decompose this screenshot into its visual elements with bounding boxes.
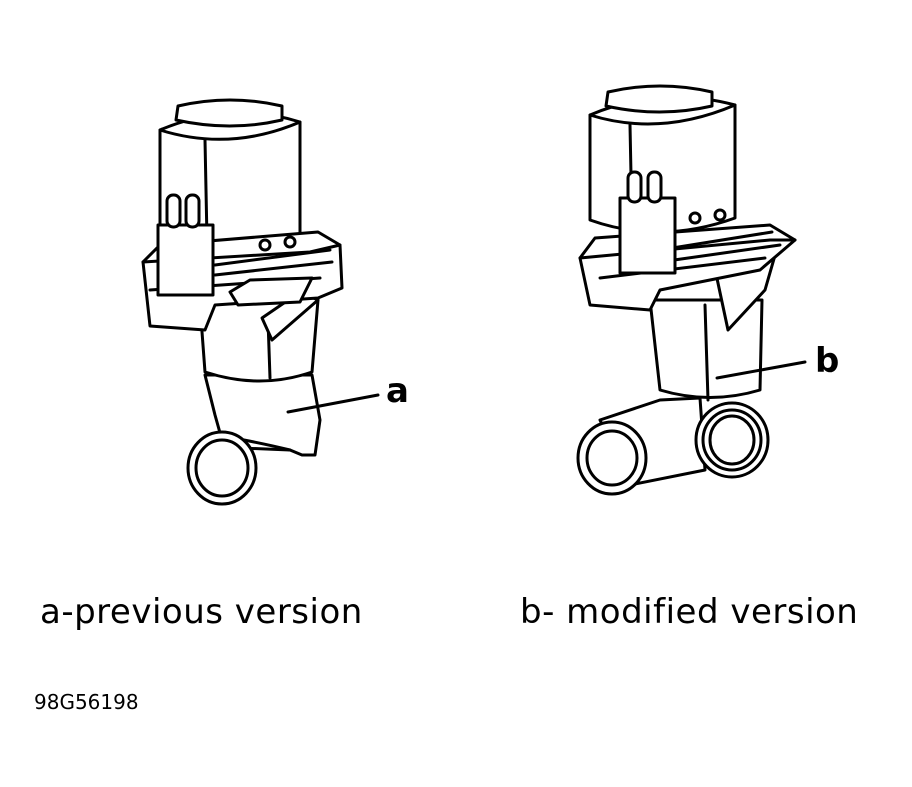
callout-b-leader <box>715 360 807 380</box>
valve-b-pin-2 <box>646 170 663 204</box>
valve-b <box>576 84 797 496</box>
callout-b-label: b <box>815 341 839 381</box>
valve-a-side-tab <box>228 276 314 307</box>
valve-a-pin-1 <box>165 193 182 229</box>
valve-a-top-cap <box>174 98 284 128</box>
valve-b-top-cap <box>604 84 714 114</box>
valve-a <box>141 98 344 506</box>
valve-a-connector-block <box>156 223 215 297</box>
caption-previous-version: a-previous version <box>40 592 363 632</box>
valve-a-pipe-opening-inner <box>194 438 250 498</box>
valve-a-pin-2 <box>184 193 201 229</box>
callout-a-label: a <box>386 371 409 411</box>
valve-b-connector-block <box>618 196 677 275</box>
figure-code: 98G56198 <box>34 690 139 714</box>
valve-b-front-opening-inner <box>708 414 756 466</box>
callout-a-leader <box>286 393 380 414</box>
valve-b-left-opening-inner <box>585 429 639 487</box>
valve-b-pin-1 <box>626 170 643 204</box>
caption-modified-version: b- modified version <box>520 592 859 632</box>
